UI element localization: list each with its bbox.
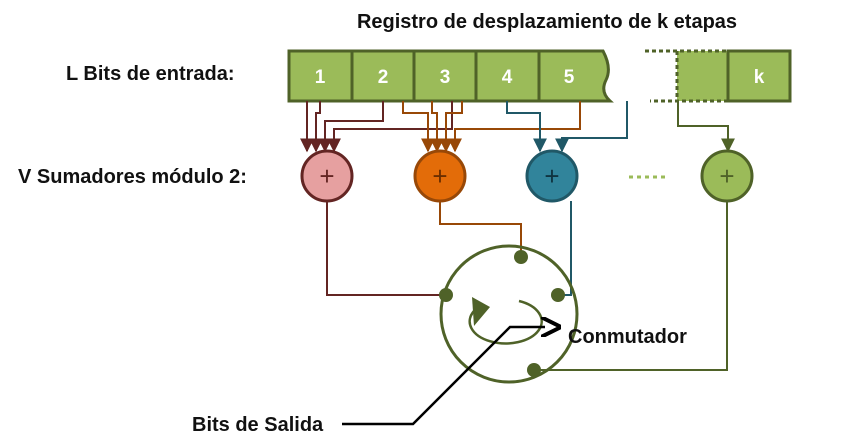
commutator-contact-4 xyxy=(527,363,541,377)
adder-1-plus-icon: + xyxy=(319,161,334,191)
commutator-contact-2 xyxy=(514,250,528,264)
adder-4: + xyxy=(700,149,754,203)
input-bits-label: L Bits de entrada: xyxy=(66,63,235,85)
commutator-contact-3 xyxy=(551,288,565,302)
adder-4-plus-icon: + xyxy=(719,161,734,191)
output-pointer-arrow xyxy=(342,327,545,426)
rotation-arrow-icon xyxy=(472,297,490,326)
adder2-output-wire xyxy=(439,201,522,257)
register-cell-5: 5 xyxy=(564,67,575,88)
adder-1: + xyxy=(300,149,354,203)
adder1-output-wire xyxy=(326,201,446,296)
adder-2: + xyxy=(413,149,467,203)
register-cell-2: 2 xyxy=(378,67,389,88)
adder4-connection xyxy=(677,101,735,153)
register-cell-k: k xyxy=(754,67,765,88)
commutator xyxy=(439,244,579,384)
adder-3: + xyxy=(525,149,579,203)
register-last-stage: k xyxy=(645,49,792,103)
adders-label: V Sumadores módulo 2: xyxy=(18,166,247,188)
shift-register: 1 2 3 4 5 xyxy=(287,49,614,103)
commutator-label: Conmutador xyxy=(568,326,687,348)
adder4-output-wire xyxy=(534,201,728,371)
register-title: Registro de desplazamiento de k etapas xyxy=(357,11,737,33)
adder-2-plus-icon: + xyxy=(432,161,447,191)
output-bits-label: Bits de Salida xyxy=(192,414,324,436)
adder-3-plus-icon: + xyxy=(544,161,559,191)
commutator-contact-1 xyxy=(439,288,453,302)
register-cell-3: 3 xyxy=(440,67,451,88)
register-cell-4: 4 xyxy=(502,67,513,88)
adder2-connections xyxy=(402,101,581,153)
adder1-connections xyxy=(300,101,453,153)
adder3-connections xyxy=(506,101,628,153)
register-cell-1: 1 xyxy=(315,67,326,88)
